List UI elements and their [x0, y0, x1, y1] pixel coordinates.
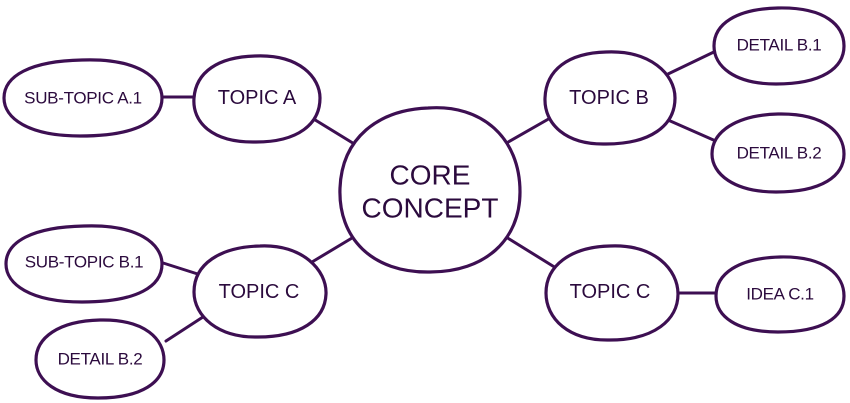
connector-topic-b-detail-b1: [666, 48, 720, 76]
sub-topic-a1-outline: [2, 58, 164, 138]
detail-b1-node: DETAIL B.1: [712, 6, 846, 86]
detail-b1-label: DETAIL B.1: [737, 36, 822, 55]
core-concept-outline: [338, 106, 522, 274]
topic-a-outline: [192, 54, 322, 144]
topic-a-label: TOPIC A: [218, 87, 297, 109]
detail-b2-left-outline: [34, 318, 166, 400]
topic-a-node: TOPIC A: [192, 54, 322, 144]
connector-core-topic-a: [310, 116, 358, 147]
topic-c-right-outline: [544, 244, 680, 342]
topic-c-left-outline: [192, 244, 328, 339]
idea-c1-outline: [714, 255, 846, 334]
idea-c1-node: IDEA C.1: [714, 255, 846, 334]
connector-core-topic-b: [501, 115, 554, 147]
sub-topic-a1-label: SUB-TOPIC A.1: [24, 89, 142, 108]
detail-b2-right-outline: [710, 112, 846, 194]
core-concept-label-line1: CORE: [390, 160, 471, 191]
sub-topic-b1-label: SUB-TOPIC B.1: [25, 253, 144, 272]
topic-b-node: TOPIC B: [543, 50, 677, 146]
sub-topic-a1-node: SUB-TOPIC A.1: [2, 58, 164, 138]
topic-c-right-node: TOPIC C: [544, 244, 680, 342]
topic-b-outline: [543, 50, 677, 146]
connectors: [158, 48, 720, 343]
detail-b2-right-label: DETAIL B.2: [737, 144, 822, 163]
topic-c-right-label: TOPIC C: [570, 281, 651, 303]
core-concept-node: CORE CONCEPT: [338, 106, 522, 274]
connector-topic-b-detail-b2: [666, 118, 720, 144]
sub-topic-b1-node: SUB-TOPIC B.1: [4, 224, 164, 304]
connector-core-topic-c-left: [310, 236, 354, 264]
topic-c-left-node: TOPIC C: [192, 244, 328, 339]
topic-b-label: TOPIC B: [569, 87, 649, 109]
core-concept-label-line2: CONCEPT: [362, 193, 499, 224]
detail-b2-left-node: DETAIL B.2: [34, 318, 166, 400]
detail-b2-left-label: DETAIL B.2: [58, 350, 143, 369]
connector-topic-c-left-detail-b2: [164, 313, 208, 343]
sub-topic-b1-outline: [4, 224, 164, 304]
idea-c1-label: IDEA C.1: [746, 285, 814, 304]
detail-b2-right-node: DETAIL B.2: [710, 112, 846, 194]
detail-b1-outline: [712, 6, 846, 86]
connector-core-topic-c-right: [504, 235, 558, 270]
topic-c-left-label: TOPIC C: [219, 281, 300, 303]
